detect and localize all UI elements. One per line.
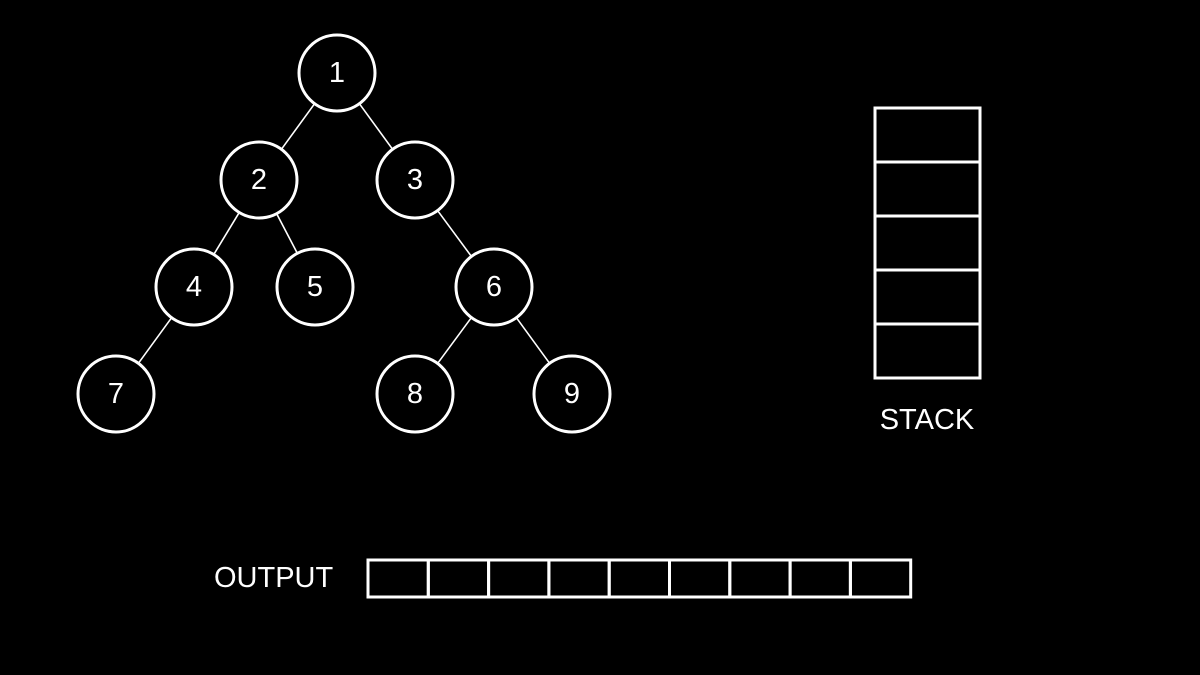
stack-slot: [873, 268, 982, 326]
stack-slot: [873, 322, 982, 380]
output-cell: [668, 558, 732, 599]
output-cell: [788, 558, 852, 599]
output-cell: [366, 558, 430, 599]
tree-node-4: 4: [154, 247, 234, 327]
tree-edge-6-8: [436, 317, 473, 364]
tree-node-9: 9: [532, 354, 612, 434]
stack-slot: [873, 160, 982, 218]
tree-nodes: 1 2 3 4 5 6 7 8 9: [76, 33, 612, 434]
stack: STACK: [873, 106, 982, 436]
tree-edge-6-9: [515, 317, 551, 364]
tree-node-circle: [154, 247, 234, 327]
tree-node-label: 1: [329, 57, 345, 89]
output-cell: [547, 558, 611, 599]
tree-node-label: 4: [186, 271, 202, 303]
stack-label: STACK: [880, 404, 975, 436]
tree-node-circle: [275, 247, 355, 327]
tree-edges: [137, 103, 551, 364]
tree-node-label: 6: [486, 271, 502, 303]
tree-node-5: 5: [275, 247, 355, 327]
tree-edge-2-4: [213, 212, 240, 255]
output-cell: [426, 558, 491, 599]
output-label: OUTPUT: [214, 562, 334, 594]
tree-node-circle: [375, 140, 455, 220]
tree-edge-2-5: [275, 213, 299, 254]
tree-node-3: 3: [375, 140, 455, 220]
tree-node-label: 3: [407, 164, 423, 196]
tree-node-circle: [297, 33, 377, 113]
tree-node-label: 8: [407, 378, 423, 410]
output-cells: [366, 558, 913, 599]
stack-slot: [873, 214, 982, 272]
tree-node-circle: [532, 354, 612, 434]
tree-node-circle: [219, 140, 299, 220]
tree-edge-1-3: [358, 103, 394, 150]
tree-edge-4-7: [137, 317, 173, 364]
tree-node-2: 2: [219, 140, 299, 220]
tree-edge-3-6: [436, 210, 473, 257]
output-cell: [848, 558, 913, 599]
stack-slot: [873, 106, 982, 164]
tree-node-7: 7: [76, 354, 156, 434]
tree-node-label: 5: [307, 271, 323, 303]
output-cell: [607, 558, 672, 599]
tree-edge-1-2: [280, 103, 316, 150]
tree-node-label: 2: [251, 164, 267, 196]
tree-node-1: 1: [297, 33, 377, 113]
tree-node-8: 8: [375, 354, 455, 434]
tree-node-label: 7: [108, 378, 124, 410]
tree-node-6: 6: [454, 247, 534, 327]
output-cell: [728, 558, 792, 599]
tree-node-label: 9: [564, 378, 580, 410]
output: OUTPUT: [214, 558, 913, 599]
output-cell: [487, 558, 551, 599]
tree-node-circle: [375, 354, 455, 434]
stack-slots: [873, 106, 982, 380]
tree-node-circle: [76, 354, 156, 434]
tree-node-circle: [454, 247, 534, 327]
